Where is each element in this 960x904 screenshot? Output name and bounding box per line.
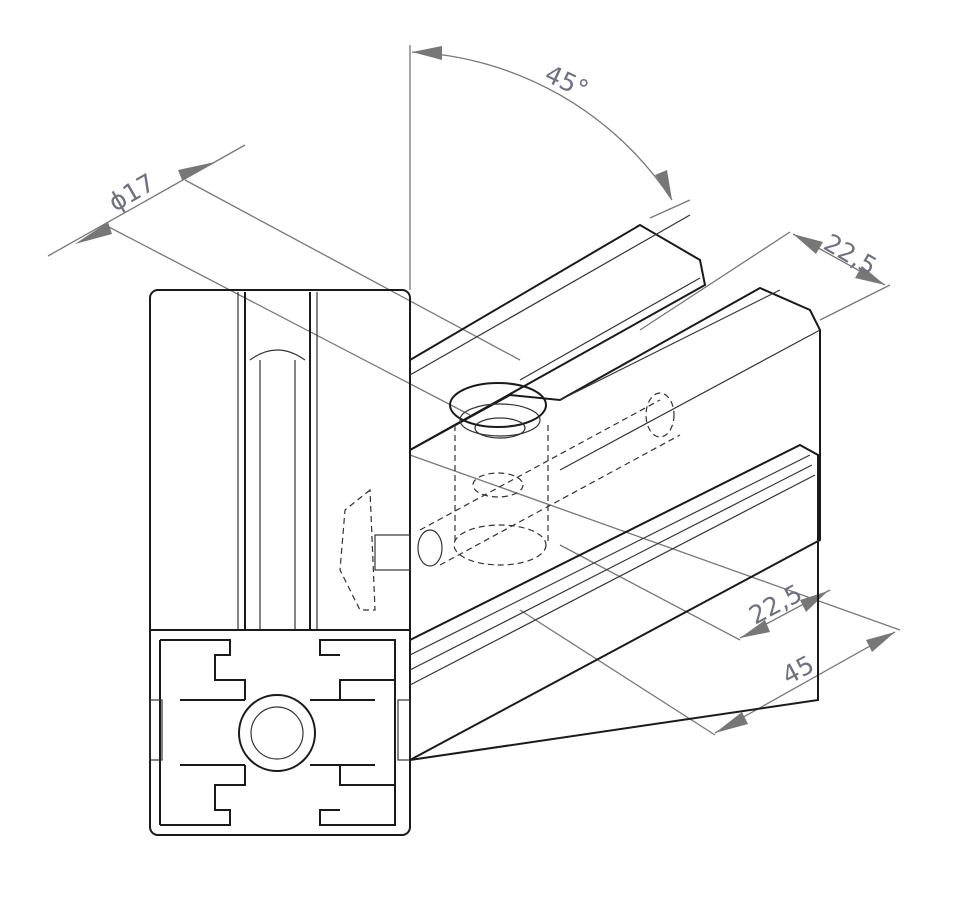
bottom-dimensions: [409, 454, 901, 736]
angle-label: 45°: [540, 59, 592, 104]
diameter-dimension: [47, 144, 521, 416]
diameter-label: ϕ17: [104, 168, 160, 217]
vertical-profile: [149, 289, 411, 836]
width-bottom-label: 45: [777, 650, 819, 691]
horizontal-profile: [409, 214, 821, 761]
width-top-label: 22,5: [819, 228, 882, 281]
angle-dimension: [409, 45, 691, 290]
width-dimension-top: [639, 231, 891, 331]
offset-bottom-label: 22,5: [744, 579, 807, 631]
